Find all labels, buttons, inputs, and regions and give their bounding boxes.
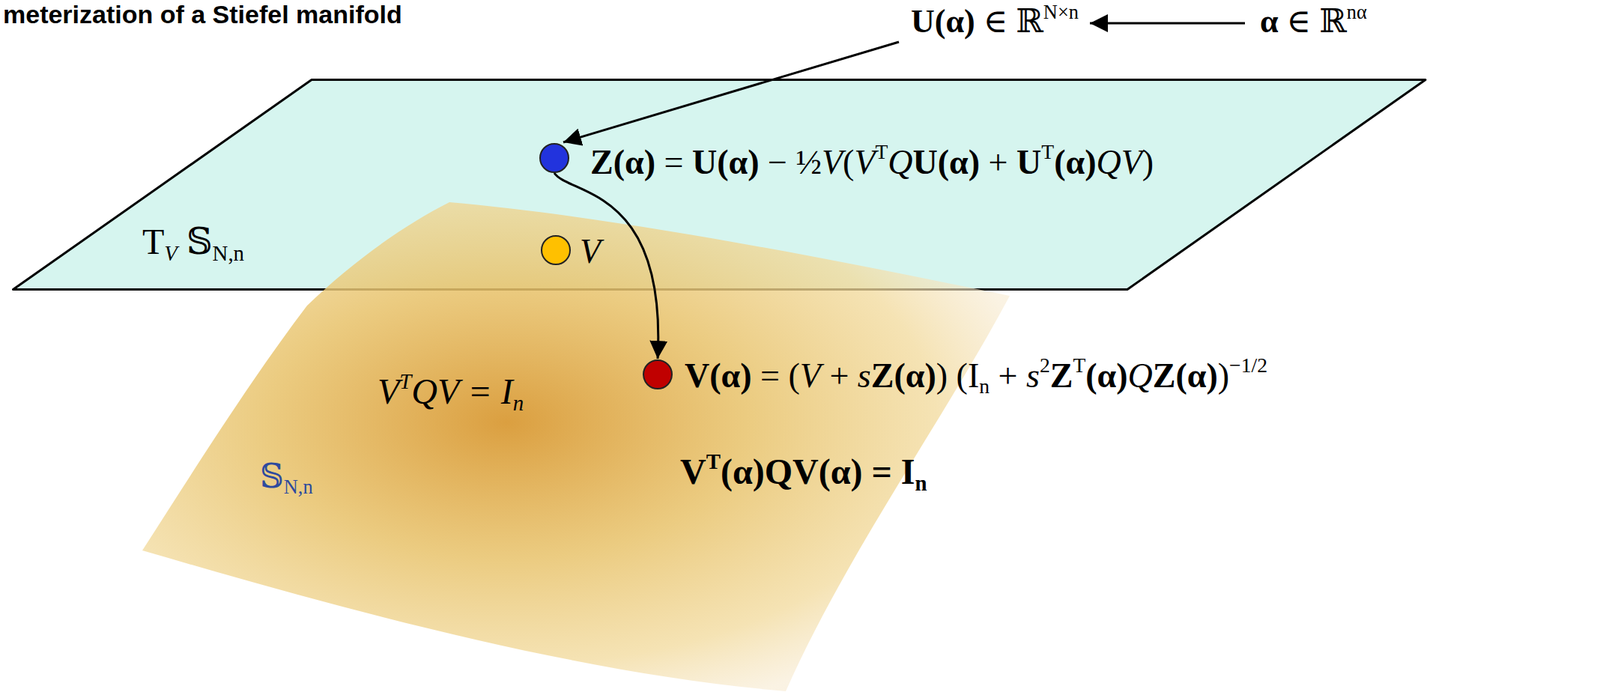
tangent-space-label: TV 𝕊N,n xyxy=(142,220,245,263)
point-marker: Z(α) = U(α) − ½V(VTQU(α) + UT(α)QV) xyxy=(539,143,570,174)
projection-formula: Z(α) = U(α) − ½V(VTQU(α) + UT(α)QV) xyxy=(590,143,1154,183)
math-label: α ∈ ℝnα xyxy=(1259,2,1368,42)
surface-shape xyxy=(134,194,1019,695)
slide-title: meterization of a Stiefel manifold xyxy=(2,0,403,30)
surface-fill xyxy=(142,202,1010,692)
constraint-formula: VTQV = In xyxy=(377,370,524,412)
math-label: U(α) ∈ ℝN×n xyxy=(910,2,1079,42)
input-arrow xyxy=(1089,22,1245,25)
point-marker: V xyxy=(540,235,571,266)
point-marker: V(α) = (V + sZ(α)) (In + s2ZT(α)QZ(α))−1… xyxy=(642,359,673,390)
retraction-formula: V(α) = (V + sZ(α)) (In + s2ZT(α)QZ(α))−1… xyxy=(684,356,1268,397)
point-label: V xyxy=(579,232,601,272)
manifold-label: 𝕊N,n xyxy=(259,458,314,497)
constraint-formula: VT(α)QV(α) = In xyxy=(680,450,927,493)
manifold-surface: VTQV = In 𝕊N,n V(α) = (V + sZ(α)) (In + s2… xyxy=(134,194,1019,695)
